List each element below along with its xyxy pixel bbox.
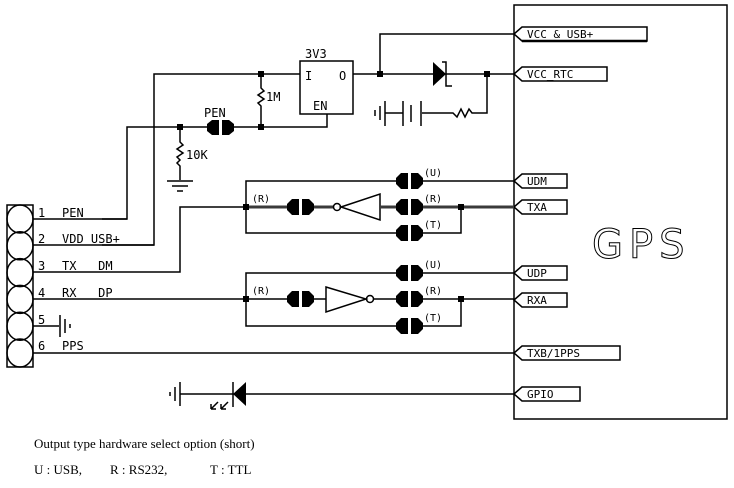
svg-text:RXA: RXA — [527, 294, 547, 307]
label-u: (U) — [424, 168, 442, 179]
jumper-tx-r-in[interactable] — [287, 199, 314, 215]
connector-pin — [6, 204, 34, 234]
caption-legend-u: U : USB, — [34, 462, 83, 477]
caption-legend-r: R : RS232, — [110, 462, 168, 477]
caption-title: Output type hardware select option (shor… — [34, 436, 255, 451]
label-r: (R) — [424, 286, 442, 297]
svg-text:PEN: PEN — [62, 206, 84, 220]
regulator-label: 3V3 — [305, 47, 327, 61]
svg-text:1M: 1M — [266, 90, 280, 104]
svg-text:EN: EN — [313, 99, 327, 113]
jumper-tx-r[interactable] — [396, 199, 423, 215]
connector-pin — [6, 311, 34, 341]
tx-select-block — [243, 180, 514, 234]
regulator-3v3: 3V3 I O EN — [299, 47, 354, 115]
svg-text:VDD USB+: VDD USB+ — [62, 232, 120, 246]
label-r: (R) — [252, 286, 270, 297]
label-t: (T) — [424, 220, 442, 231]
connector-pin — [6, 257, 34, 288]
diode-icon — [433, 61, 452, 87]
label-u: (U) — [424, 260, 442, 271]
label-t: (T) — [424, 313, 442, 324]
pin-tag-udm: UDM — [512, 173, 568, 189]
svg-text:RX DP: RX DP — [62, 286, 113, 300]
jumper-tx-t[interactable] — [396, 225, 423, 241]
battery-icon — [374, 101, 422, 126]
jumper-rx-r[interactable] — [396, 291, 423, 307]
svg-text:TXB/1PPS: TXB/1PPS — [527, 347, 580, 360]
caption-legend-t: T : TTL — [210, 462, 252, 477]
svg-text:GPIO: GPIO — [527, 388, 554, 401]
svg-text:PPS: PPS — [62, 339, 84, 353]
wire-tx-dm — [33, 206, 246, 273]
pin-tag-txb-1pps: TXB/1PPS — [512, 345, 621, 361]
label-r: (R) — [252, 194, 270, 205]
ground-icon — [33, 315, 71, 337]
pin-tag-rxa: RXA — [512, 292, 568, 308]
jumper-tx-u[interactable] — [396, 173, 423, 189]
wire-vcc-usb — [379, 33, 514, 74]
ground-icon — [167, 180, 193, 192]
jumper-rx-t[interactable] — [396, 318, 423, 334]
pin-tag-udp: UDP — [512, 265, 568, 281]
led-icon — [210, 382, 246, 410]
jumper-rx-r-in[interactable] — [287, 291, 314, 307]
gps-module-box — [513, 4, 728, 420]
svg-text:I: I — [305, 69, 312, 83]
svg-text:PEN: PEN — [204, 106, 226, 120]
resistor-1m: 1M — [256, 74, 280, 127]
pin-tag-vcc-rtc: VCC_RTC — [512, 66, 608, 82]
svg-text:4: 4 — [38, 286, 45, 300]
resistor-10k: 10K — [175, 127, 208, 180]
svg-text:VCC_RTC: VCC_RTC — [527, 68, 573, 81]
svg-text:6: 6 — [38, 339, 45, 353]
ground-icon — [169, 382, 181, 406]
pin-tag-vcc-usb: VCC & USB+ — [512, 26, 648, 43]
jumper-rx-u[interactable] — [396, 265, 423, 281]
connector-pin — [6, 284, 34, 315]
resistor-rtc — [422, 74, 488, 119]
connector-labels: 1 PEN 2 VDD USB+ 3 TX DM 4 RX DP 5 6 PPS — [38, 206, 120, 353]
connector-6pin — [6, 204, 34, 368]
svg-text:TXA: TXA — [527, 201, 547, 214]
jumper-pen[interactable]: PEN — [204, 106, 234, 135]
wire-en — [261, 114, 328, 128]
svg-text:UDM: UDM — [527, 175, 547, 188]
svg-text:2: 2 — [38, 232, 45, 246]
pin-tag-txa: TXA — [512, 199, 568, 215]
svg-text:5: 5 — [38, 313, 45, 327]
svg-text:UDP: UDP — [527, 267, 547, 280]
svg-text:O: O — [339, 69, 346, 83]
rx-select-block — [243, 272, 514, 327]
svg-text:1: 1 — [38, 206, 45, 220]
svg-text:VCC & USB+: VCC & USB+ — [527, 28, 594, 41]
connector-pin — [6, 231, 34, 261]
svg-text:TX DM: TX DM — [62, 259, 113, 273]
connector-pin — [6, 338, 34, 368]
svg-text:3: 3 — [38, 259, 45, 273]
svg-text:10K: 10K — [186, 148, 208, 162]
gps-module-label: GPS — [592, 222, 691, 268]
label-r: (R) — [424, 194, 442, 205]
pin-tag-gpio: GPIO — [512, 386, 581, 402]
